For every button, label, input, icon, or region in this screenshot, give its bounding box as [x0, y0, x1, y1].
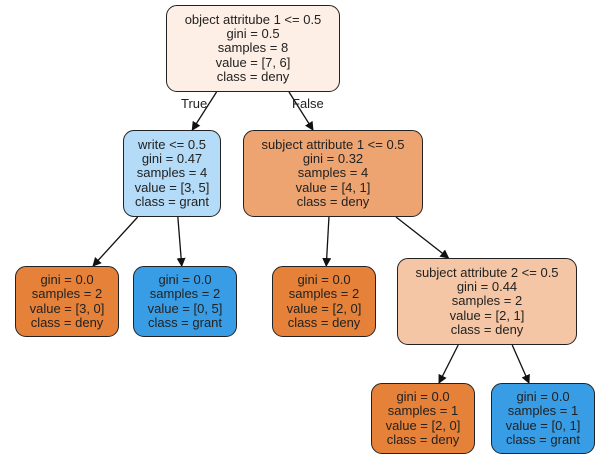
- tree-edge-n1-n3: [92, 216, 139, 267]
- node-gini: gini = 0.32: [302, 151, 364, 167]
- node-samples: samples = 2: [451, 293, 523, 309]
- tree-node-leaf: gini = 0.0 samples = 1 value = [2, 0] cl…: [371, 383, 475, 454]
- node-samples: samples = 2: [288, 286, 360, 302]
- node-value: value = [2, 1]: [449, 307, 525, 323]
- node-class: class = deny: [450, 321, 524, 337]
- node-class: class = deny: [287, 314, 361, 330]
- node-condition: subject attribute 1 <= 0.5: [261, 136, 405, 152]
- node-gini: gini = 0.0: [396, 389, 450, 405]
- tree-node-subject-attribute-1: subject attribute 1 <= 0.5 gini = 0.32 s…: [243, 130, 423, 217]
- tree-node-root: object attritube 1 <= 0.5 gini = 0.5 sam…: [166, 5, 340, 92]
- node-gini: gini = 0.0: [297, 272, 351, 288]
- node-samples: samples = 4: [297, 165, 369, 181]
- node-samples: samples = 2: [31, 286, 103, 302]
- tree-edge-n6-n7: [438, 344, 459, 384]
- tree-node-leaf: gini = 0.0 samples = 1 value = [0, 1] cl…: [491, 383, 595, 454]
- node-samples: samples = 8: [217, 40, 289, 56]
- node-class: class = deny: [30, 314, 104, 330]
- node-class: class = deny: [296, 193, 370, 209]
- node-gini: gini = 0.44: [456, 279, 518, 295]
- edge-label-true: True: [181, 96, 208, 111]
- node-class: class = deny: [216, 68, 290, 84]
- node-value: value = [2, 0]: [385, 417, 461, 433]
- node-samples: samples = 4: [136, 165, 208, 181]
- tree-edge-n0-n1: [191, 91, 218, 131]
- tree-edge-n2-n6: [395, 216, 450, 259]
- tree-edge-n0-n2: [288, 91, 314, 131]
- node-value: value = [3, 0]: [29, 300, 105, 316]
- node-gini: gini = 0.5: [226, 26, 280, 42]
- tree-node-leaf: gini = 0.0 samples = 2 value = [2, 0] cl…: [272, 266, 376, 337]
- node-class: class = deny: [386, 431, 460, 447]
- tree-edge-n6-n8: [511, 344, 530, 384]
- node-class: class = grant: [147, 314, 223, 330]
- tree-node-write: write <= 0.5 gini = 0.47 samples = 4 val…: [123, 130, 221, 217]
- node-condition: write <= 0.5: [138, 136, 206, 152]
- node-samples: samples = 2: [149, 286, 221, 302]
- node-class: class = grant: [134, 193, 210, 209]
- tree-node-leaf: gini = 0.0 samples = 2 value = [0, 5] cl…: [133, 266, 237, 337]
- node-gini: gini = 0.47: [141, 151, 203, 167]
- node-value: value = [2, 0]: [286, 300, 362, 316]
- tree-node-subject-attribute-2: subject attribute 2 <= 0.5 gini = 0.44 s…: [397, 258, 577, 345]
- node-value: value = [7, 6]: [215, 54, 291, 70]
- node-gini: gini = 0.0: [158, 272, 212, 288]
- node-value: value = [0, 1]: [505, 417, 581, 433]
- tree-edge-n2-n5: [322, 216, 332, 267]
- node-value: value = [0, 5]: [147, 300, 223, 316]
- tree-node-leaf: gini = 0.0 samples = 2 value = [3, 0] cl…: [15, 266, 119, 337]
- node-samples: samples = 1: [507, 403, 579, 419]
- node-gini: gini = 0.0: [516, 389, 570, 405]
- node-samples: samples = 1: [387, 403, 459, 419]
- node-gini: gini = 0.0: [40, 272, 94, 288]
- node-value: value = [4, 1]: [295, 179, 371, 195]
- node-condition: object attritube 1 <= 0.5: [184, 11, 322, 27]
- tree-edge-n1-n4: [176, 216, 186, 267]
- node-class: class = grant: [505, 431, 581, 447]
- node-value: value = [3, 5]: [134, 179, 210, 195]
- edge-label-false: False: [292, 96, 324, 111]
- node-condition: subject attribute 2 <= 0.5: [415, 264, 559, 280]
